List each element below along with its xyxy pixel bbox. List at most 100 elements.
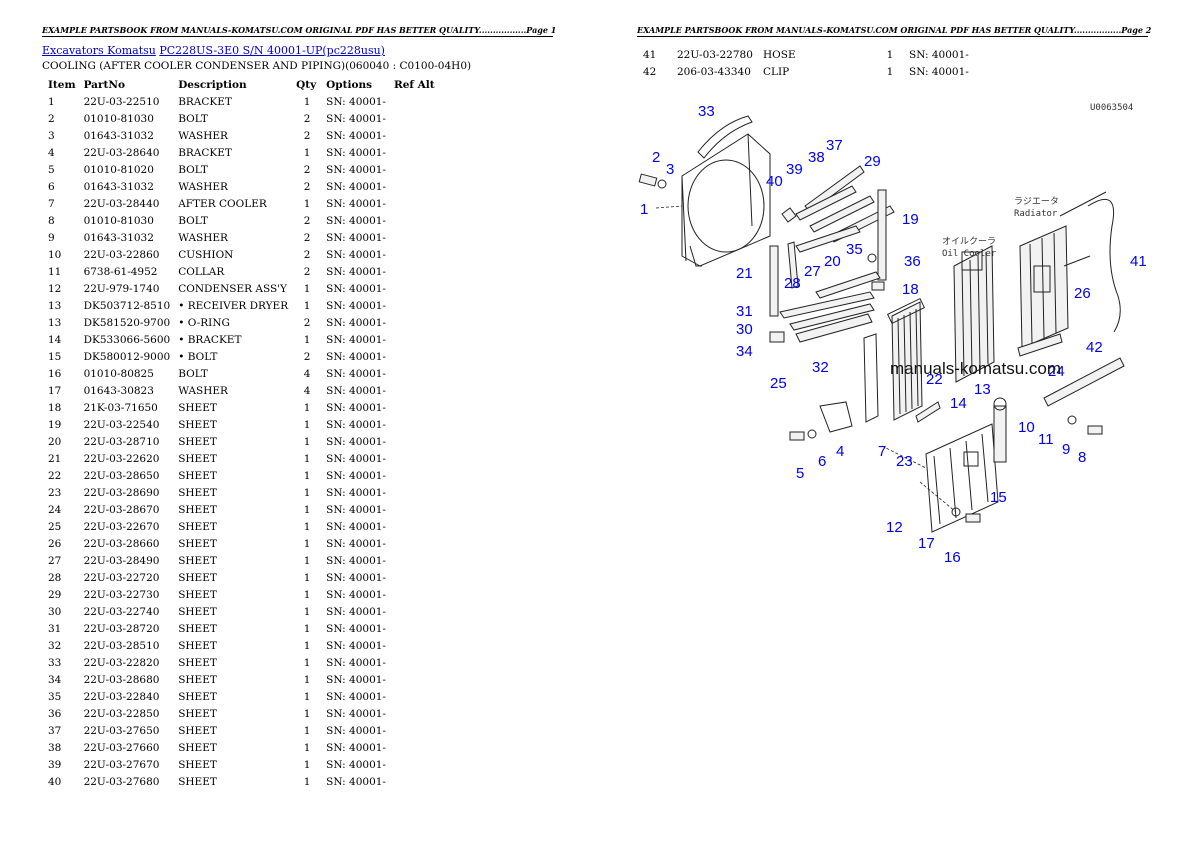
cell-partno: 22U-03-22540 [83, 418, 160, 431]
cell-item: 35 [48, 690, 62, 703]
cell-item: 2 [48, 112, 55, 125]
cell-options: SN: 40001- [326, 724, 386, 737]
cell-qty: 2 [303, 163, 311, 176]
callout-labels: 33 2 3 1 37 38 39 40 29 19 35 36 20 27 2… [640, 103, 1147, 566]
cell-description: BOLT [178, 112, 208, 125]
cell-refalt [390, 297, 439, 314]
cell-description: • RECEIVER DRYER [178, 299, 289, 312]
cell-description: WASHER [178, 231, 228, 244]
callout-11: 11 [1038, 431, 1054, 448]
cell-description: • O-RING [178, 316, 230, 329]
cell-qty: 2 [303, 112, 311, 125]
cell-qty: 4 [303, 367, 311, 380]
cell-qty: 1 [303, 520, 311, 533]
sheet-26-drawing [1063, 255, 1091, 267]
cell-item: 1 [48, 95, 55, 108]
cell-partno: 22U-03-22670 [83, 520, 160, 533]
cell-partno: 22U-03-22740 [83, 605, 160, 618]
callout-42: 42 [1086, 339, 1103, 356]
sheet-18-drawing [871, 281, 885, 291]
callout-41: 41 [1130, 253, 1147, 270]
bolt-16-drawing [951, 507, 981, 523]
cell-item: 18 [48, 401, 62, 414]
cell-refalt [390, 688, 439, 705]
page-1: EXAMPLE PARTSBOOK FROM MANUALS-KOMATSU.C… [42, 25, 556, 790]
cell-qty: 1 [303, 486, 311, 499]
cell-options: SN: 40001- [326, 316, 386, 329]
cell-partno: 22U-03-28510 [83, 639, 160, 652]
callout-40: 40 [766, 173, 783, 190]
cell-partno: 01643-31032 [83, 129, 154, 142]
callout-31: 31 [736, 303, 753, 320]
cell-refalt [390, 314, 439, 331]
cell-partno: 22U-03-28670 [83, 503, 160, 516]
cell-item: 29 [48, 588, 62, 601]
cell-options: SN: 40001- [326, 435, 386, 448]
cell-options: SN: 40001- [326, 452, 386, 465]
cell-options: SN: 40001- [326, 384, 386, 397]
cell-description: SHEET [178, 503, 217, 516]
cell-qty: 2 [303, 129, 311, 142]
drawing-code: U0063504 [1090, 103, 1133, 113]
cell-options: SN: 40001- [326, 299, 386, 312]
cell-refalt [390, 501, 439, 518]
radiator-jp-label: ラジエータ [1014, 196, 1059, 207]
callout-35: 35 [846, 241, 863, 258]
cell-refalt [390, 365, 439, 382]
cell-options: SN: 40001- [326, 367, 386, 380]
breadcrumb-category-link[interactable]: Excavators Komatsu [42, 44, 156, 57]
cell-options: SN: 40001- [326, 554, 386, 567]
cell-description: WASHER [178, 180, 228, 193]
cell-partno: 22U-03-28440 [83, 197, 160, 210]
cell-qty: 1 [303, 469, 311, 482]
cell-partno: 22U-03-28720 [83, 622, 160, 635]
callout-18: 18 [902, 281, 919, 298]
col-description: Description [178, 78, 247, 91]
cell-refalt [390, 127, 439, 144]
cell-refalt [390, 603, 439, 620]
radiator-en-label: Radiator [1014, 209, 1058, 219]
sheet-19-drawing [877, 189, 887, 281]
callout-13: 13 [974, 381, 991, 398]
cell-item: 16 [48, 367, 62, 380]
callout-39: 39 [786, 161, 803, 178]
cell-refalt [390, 722, 439, 739]
cell-partno: 22U-03-28660 [83, 537, 160, 550]
cell-qty: 1 [303, 775, 311, 788]
section-title: COOLING (AFTER COOLER CONDENSER AND PIPI… [42, 60, 472, 72]
cell-refalt [390, 773, 439, 790]
lower-sheets-drawing [769, 291, 875, 343]
breadcrumb-model-link[interactable]: PC228US-3E0 S/N 40001-UP(pc228usu) [159, 44, 385, 57]
callout-6: 6 [818, 453, 826, 470]
cell-options: SN: 40001- [326, 418, 386, 431]
cell-refalt [390, 348, 439, 365]
cell-partno: DK581520-9700 [83, 316, 171, 329]
cell-qty: 1 [303, 690, 311, 703]
cell-refalt [390, 229, 439, 246]
callout-14: 14 [950, 395, 967, 412]
cell-description: HOSE [763, 48, 796, 61]
cell-options: SN: 40001- [326, 639, 386, 652]
cell-refalt [390, 178, 439, 195]
cell-partno: 01643-30823 [83, 384, 154, 397]
callout-26: 26 [1074, 285, 1091, 302]
cell-item: 23 [48, 486, 62, 499]
cell-description: SHEET [178, 673, 217, 686]
oil-cooler-en-label: Oil Cooler [942, 249, 997, 259]
cell-options: SN: 40001- [326, 231, 386, 244]
bolt-5-drawing [789, 429, 817, 441]
cell-description: SHEET [178, 486, 217, 499]
callout-15: 15 [990, 489, 1007, 506]
cell-partno: 22U-03-28680 [83, 673, 160, 686]
sheet-25-area-drawing [863, 333, 879, 423]
cell-item: 26 [48, 537, 62, 550]
cell-item: 14 [48, 333, 62, 346]
